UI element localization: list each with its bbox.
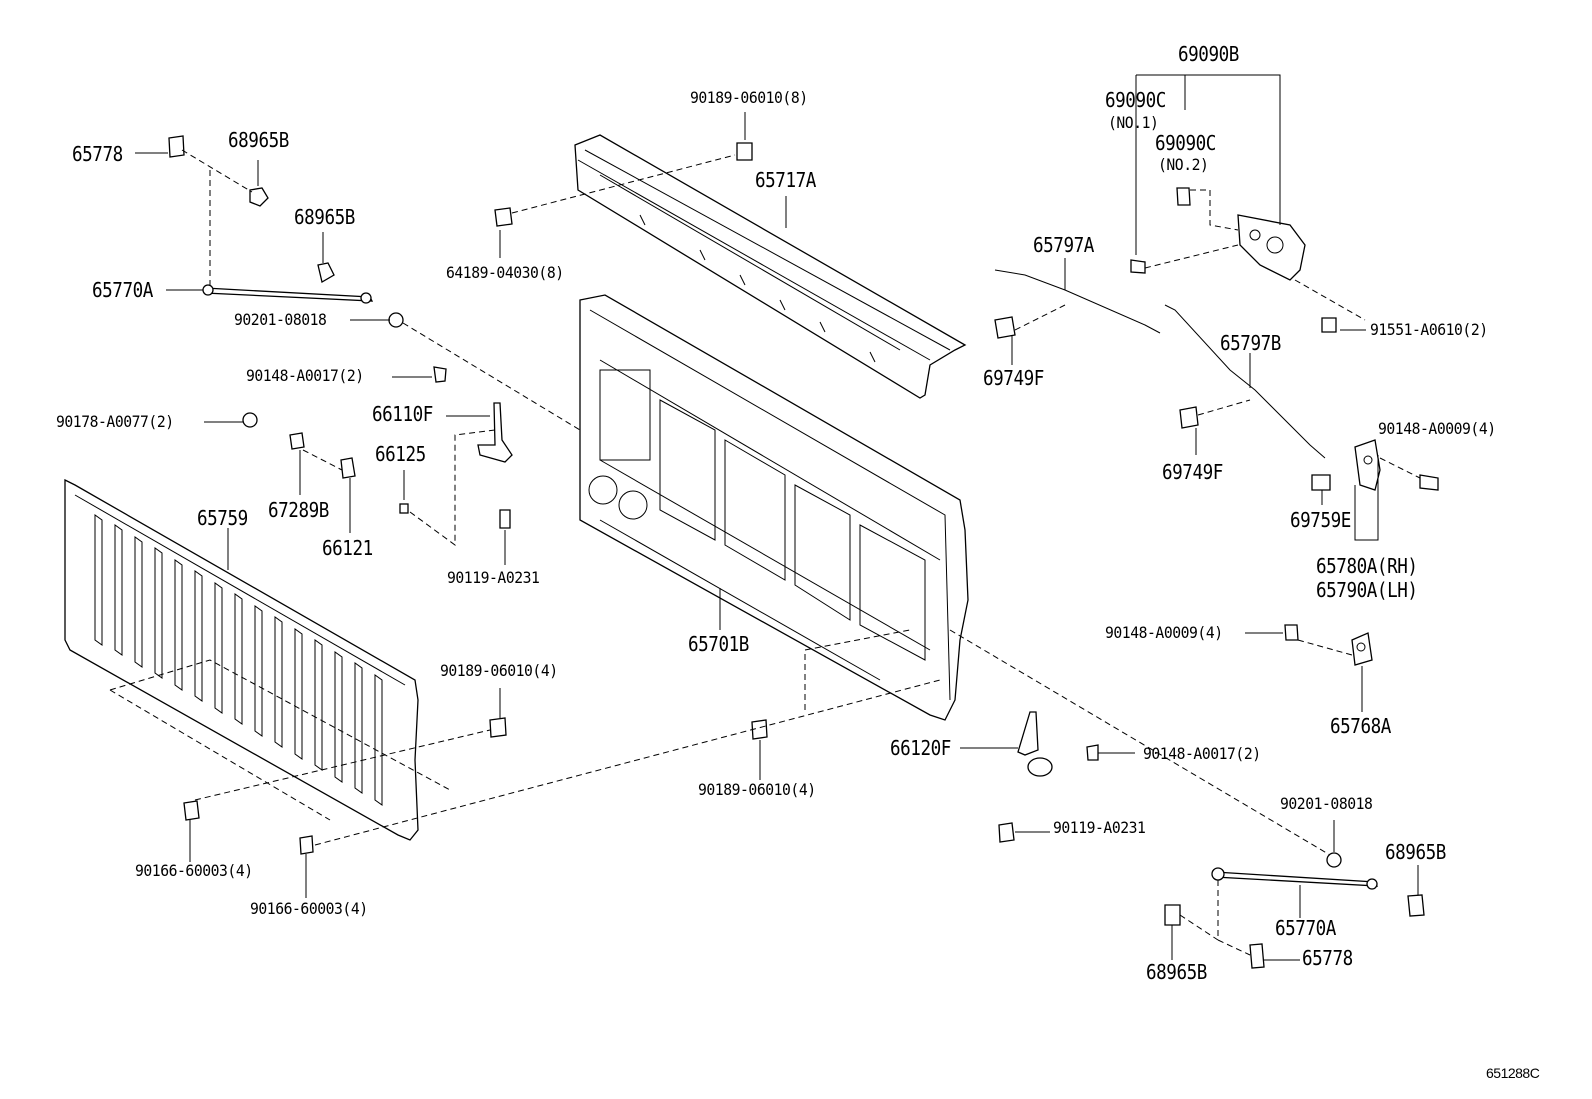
label-90178-a0077: 90178-A0077(2) — [56, 412, 174, 431]
label-90189-06010-4-a: 90189-06010(4) — [440, 661, 558, 680]
hinge-66110f — [477, 402, 513, 463]
label-65770a-bot: 65770A — [1275, 916, 1336, 940]
label-90148-a0009-b: 90148-A0009(4) — [1105, 623, 1223, 642]
label-65759: 65759 — [197, 506, 248, 530]
label-90148-a0009-a: 90148-A0009(4) — [1378, 419, 1496, 438]
rod-65797a — [994, 269, 1161, 334]
label-66120f: 66120F — [890, 736, 951, 760]
leader-lines — [135, 74, 1419, 961]
label-65797a: 65797A — [1033, 233, 1094, 257]
label-90148-a0017-top: 90148-A0017(2) — [246, 366, 364, 385]
label-69749f-b: 69749F — [1162, 460, 1223, 484]
diagram-id: 651288C — [1486, 1065, 1540, 1081]
label-90189-06010-4-b: 90189-06010(4) — [698, 780, 816, 799]
label-91551-a0610: 91551-A0610(2) — [1370, 320, 1488, 339]
label-67289b: 67289B — [268, 498, 329, 522]
label-90166-60003-a: 90166-60003(4) — [135, 861, 253, 880]
label-90189-06010-8: 90189-06010(8) — [690, 88, 808, 107]
label-no1: (NO.1) — [1108, 113, 1159, 132]
hinge-66120f — [1017, 711, 1053, 777]
label-90148-a0017-b: 90148-A0017(2) — [1143, 744, 1261, 763]
label-90201-08018-bot: 90201-08018 — [1280, 794, 1373, 813]
label-90119-a0231-left: 90119-A0231 — [447, 568, 540, 587]
label-90166-60003-b: 90166-60003(4) — [250, 899, 368, 918]
label-65701b: 65701B — [688, 632, 749, 656]
label-69090c-no2: 69090C — [1155, 131, 1216, 155]
label-65780a-rh: 65780A(RH) — [1316, 554, 1418, 578]
label-69090b: 69090B — [1178, 42, 1239, 66]
fasteners — [168, 135, 1439, 969]
tailgate-protector-65717a — [574, 134, 967, 399]
label-66121: 66121 — [322, 536, 373, 560]
lock-assembly-69090b — [1237, 214, 1306, 281]
label-69759e: 69759E — [1290, 508, 1351, 532]
cable-65770a-right — [1211, 867, 1379, 890]
cable-65770a-left — [202, 284, 374, 304]
label-65797b: 65797B — [1220, 331, 1281, 355]
label-65790a-lh: 65790A(LH) — [1316, 578, 1418, 602]
label-90119-a0231-right: 90119-A0231 — [1053, 818, 1146, 837]
label-68965b-c: 68965B — [1385, 840, 1446, 864]
latch-65780a — [1354, 439, 1381, 491]
label-68965b-d: 68965B — [1146, 960, 1207, 984]
label-69090c-no1: 69090C — [1105, 88, 1166, 112]
label-65778-top: 65778 — [72, 142, 123, 166]
label-65768a: 65768A — [1330, 714, 1391, 738]
rod-65797b — [1164, 304, 1326, 459]
label-65778-bot: 65778 — [1302, 946, 1353, 970]
label-69749f-a: 69749F — [983, 366, 1044, 390]
tailgate-panel-65701b — [579, 294, 969, 721]
label-66110f: 66110F — [372, 402, 433, 426]
label-66125: 66125 — [375, 442, 426, 466]
assembly-lines — [109, 149, 1421, 956]
striker-65768a — [1351, 632, 1373, 666]
label-65717a: 65717A — [755, 168, 816, 192]
label-68965b-a: 68965B — [228, 128, 289, 152]
label-65770a-top: 65770A — [92, 278, 153, 302]
label-64189-04030: 64189-04030(8) — [446, 263, 564, 282]
tailgate-outer-panel-65759 — [64, 478, 419, 841]
label-68965b-b: 68965B — [294, 205, 355, 229]
label-90201-08018-top: 90201-08018 — [234, 310, 327, 329]
label-no2: (NO.2) — [1158, 155, 1209, 174]
